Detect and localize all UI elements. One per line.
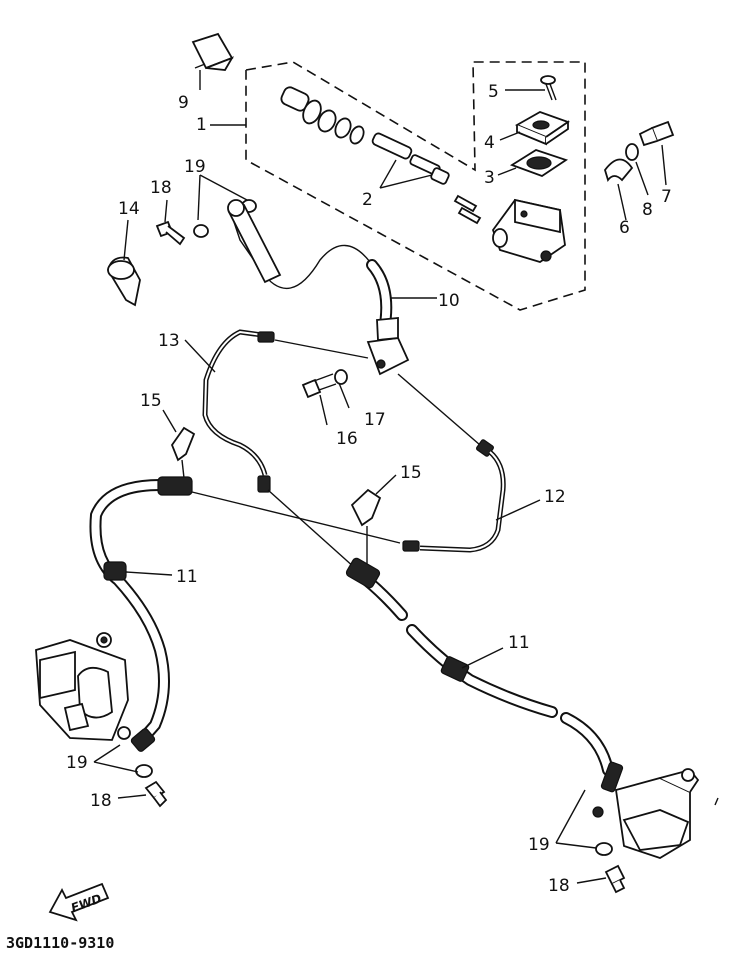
banjo-bolt-upper bbox=[155, 220, 186, 246]
callout-12: 12 bbox=[544, 487, 566, 507]
hose-clip-left bbox=[170, 426, 196, 479]
washer-right-caliper bbox=[595, 842, 613, 856]
clamp-part bbox=[604, 158, 634, 182]
callout-15-right: 15 bbox=[400, 463, 422, 483]
callout-7: 7 bbox=[661, 187, 672, 207]
callout-6: 6 bbox=[619, 218, 630, 238]
right-brake-pipe bbox=[397, 373, 506, 553]
callout-11-right: 11 bbox=[508, 633, 530, 653]
washer-upper-a bbox=[193, 224, 209, 238]
brake-joint-block bbox=[366, 317, 410, 376]
callout-18-left: 18 bbox=[90, 791, 112, 811]
joint-bolt-part bbox=[301, 373, 337, 399]
joint-washer-part bbox=[334, 369, 348, 385]
callout-leaders bbox=[93, 70, 719, 884]
upper-hose bbox=[227, 199, 393, 336]
callout-labels: 1 2 3 4 5 6 7 8 9 10 11 11 12 13 14 15 1… bbox=[66, 82, 672, 896]
banjo-bolt-left bbox=[144, 780, 168, 808]
callout-2: 2 bbox=[362, 190, 373, 210]
left-brake-hose bbox=[89, 476, 193, 752]
callout-13: 13 bbox=[158, 331, 180, 351]
washer-left-caliper bbox=[135, 764, 153, 778]
callout-19-left: 19 bbox=[66, 753, 88, 773]
forward-arrow-icon: FWD bbox=[48, 882, 110, 922]
callout-16: 16 bbox=[336, 429, 358, 449]
callout-14: 14 bbox=[118, 199, 140, 219]
callout-5: 5 bbox=[488, 82, 499, 102]
callout-3: 3 bbox=[484, 168, 495, 188]
leader-lines bbox=[191, 489, 401, 569]
callout-18-right: 18 bbox=[548, 876, 570, 896]
right-brake-hose bbox=[345, 557, 624, 793]
boot-part bbox=[191, 32, 235, 71]
hose-clip-right bbox=[350, 488, 382, 565]
left-brake-pipe bbox=[202, 329, 369, 493]
callout-1: 1 bbox=[196, 115, 207, 135]
callout-4: 4 bbox=[484, 133, 495, 153]
banjo-bolt-right bbox=[604, 864, 626, 894]
diaphragm-part bbox=[509, 149, 569, 178]
bolt-part bbox=[638, 120, 675, 147]
reservoir-cap-part bbox=[514, 111, 570, 146]
master-cylinder-kit-boundary bbox=[245, 61, 586, 311]
callout-10: 10 bbox=[438, 291, 460, 311]
callout-19-upper: 19 bbox=[184, 157, 206, 177]
callout-19-right: 19 bbox=[528, 835, 550, 855]
left-brake-caliper bbox=[35, 632, 131, 741]
callout-17: 17 bbox=[364, 410, 386, 430]
callout-9: 9 bbox=[178, 93, 189, 113]
callout-11-left: 11 bbox=[176, 567, 198, 587]
callout-18-upper: 18 bbox=[150, 178, 172, 198]
right-brake-caliper bbox=[592, 768, 700, 859]
diagram-code: 3GD1110-9310 bbox=[6, 934, 114, 952]
callout-8: 8 bbox=[642, 200, 653, 220]
master-cylinder-body bbox=[491, 198, 566, 263]
screw-part bbox=[540, 75, 557, 101]
washer-part bbox=[625, 143, 639, 161]
cover-part bbox=[107, 256, 141, 307]
callout-15-left: 15 bbox=[140, 391, 162, 411]
piston-kit-part bbox=[280, 86, 482, 225]
